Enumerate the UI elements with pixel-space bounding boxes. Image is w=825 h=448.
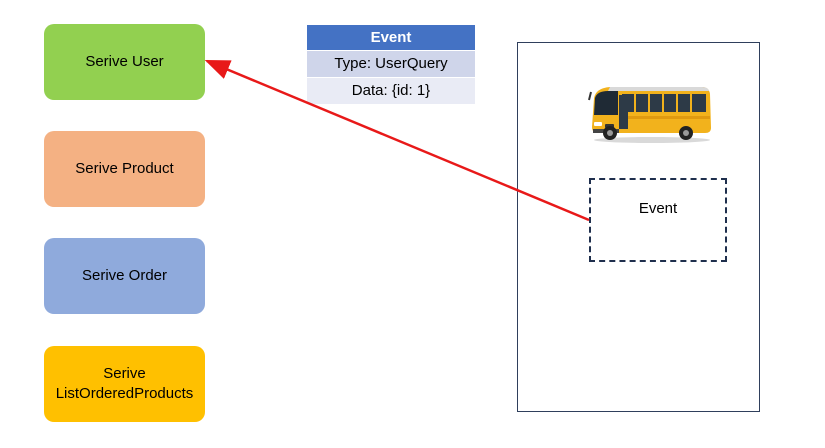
service-order-box[interactable]: Serive Order bbox=[44, 238, 205, 314]
event-type-row: Type: UserQuery bbox=[307, 50, 475, 77]
event-bus-frame bbox=[517, 42, 760, 412]
bus-event-box: Event bbox=[589, 178, 727, 262]
bus-event-label: Event bbox=[638, 200, 678, 217]
service-order-label: Serive Order bbox=[81, 267, 168, 284]
event-table-header: Event bbox=[307, 25, 475, 50]
bus-icon bbox=[588, 87, 711, 143]
service-user-label: Serive User bbox=[85, 53, 164, 70]
service-list-ordered-products-box[interactable]: Serive ListOrderedProducts bbox=[44, 346, 205, 422]
service-product-box[interactable]: Serive Product bbox=[44, 131, 205, 207]
event-data-row: Data: {id: 1} bbox=[307, 77, 475, 104]
service-product-label: Serive Product bbox=[75, 160, 174, 177]
service-user-box[interactable]: Serive User bbox=[44, 24, 205, 100]
service-list-ordered-products-label: Serive ListOrderedProducts bbox=[55, 365, 194, 402]
event-table: Event Type: UserQuery Data: {id: 1} bbox=[307, 25, 475, 104]
